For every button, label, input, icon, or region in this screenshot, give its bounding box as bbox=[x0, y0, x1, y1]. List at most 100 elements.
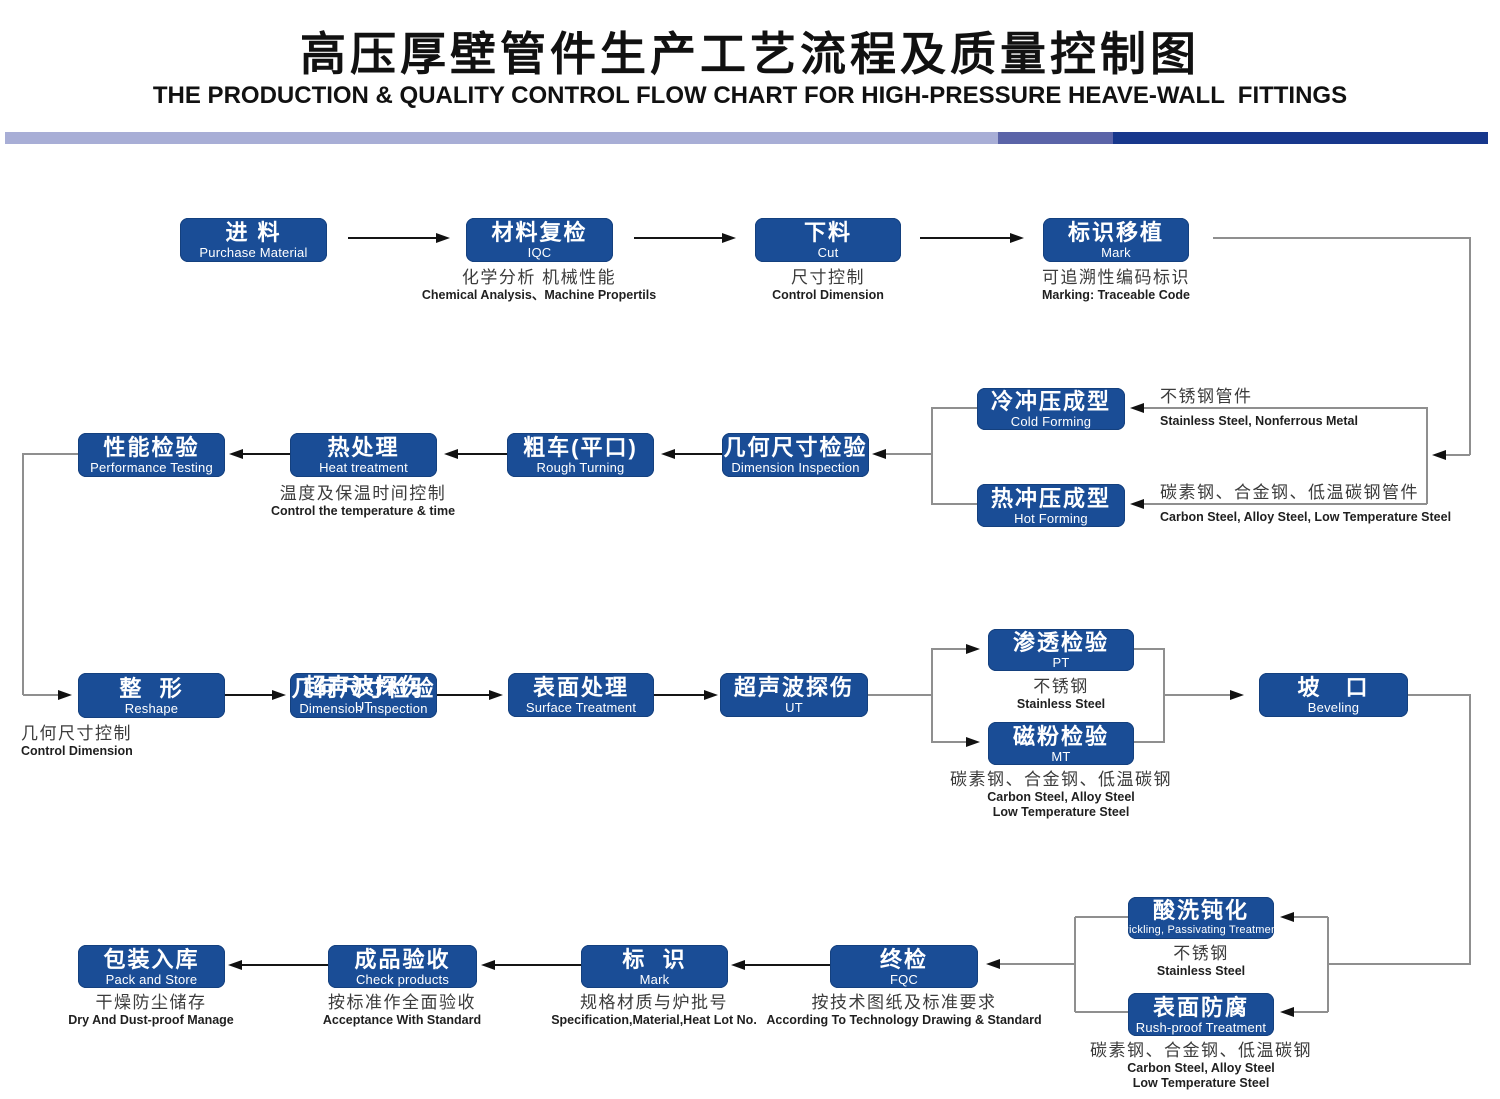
note-en: Acceptance With Standard bbox=[322, 1013, 482, 1027]
node-reshape: 整 形 Reshape bbox=[78, 673, 225, 718]
node-label-en: PT bbox=[1052, 655, 1070, 670]
note-en: Carbon Steel, Alloy Steel bbox=[987, 790, 1135, 804]
node-label-cn: 下料 bbox=[803, 220, 852, 245]
node-label-cn: 冷冲压成型 bbox=[990, 389, 1111, 414]
connector-line bbox=[22, 453, 24, 695]
node-label-cn: 成品验收 bbox=[354, 946, 451, 972]
connector-line bbox=[1408, 694, 1470, 696]
note-en: Stainless Steel bbox=[1156, 964, 1246, 978]
arrowhead-left bbox=[1130, 499, 1144, 509]
node-label-en: Beveling bbox=[1307, 700, 1360, 715]
node-beveling: 坡 口 Beveling bbox=[1259, 673, 1408, 717]
node-label-cn: 表面处理 bbox=[532, 675, 629, 700]
connector-line bbox=[931, 503, 977, 505]
page-title: 高压厚壁管件生产工艺流程及质量控制图 bbox=[300, 28, 1200, 80]
connector-line bbox=[931, 407, 933, 504]
note-cn: 规格材质与炉批号 bbox=[580, 993, 728, 1012]
node-label-cn: 终检 bbox=[879, 946, 928, 972]
flow-line bbox=[675, 453, 722, 455]
node-label-en: Surface Treatment bbox=[525, 700, 637, 715]
note-cn: 可追溯性编码标识 bbox=[1042, 268, 1190, 287]
label-hot-material-en: Carbon Steel, Alloy Steel, Low Temperatu… bbox=[1160, 508, 1451, 526]
note-en: Control the temperature & time bbox=[270, 504, 456, 518]
flow-line bbox=[495, 964, 581, 966]
arrowhead-right bbox=[966, 644, 980, 654]
node-label-en: Rush-proof Treatment bbox=[1135, 1019, 1267, 1035]
node-iqc: 材料复检 IQC bbox=[466, 218, 613, 262]
connector-line bbox=[1426, 407, 1428, 504]
arrowhead-right bbox=[722, 233, 736, 243]
arrowhead-right bbox=[704, 690, 718, 700]
note-en2: Low Temperature Steel bbox=[1132, 1076, 1270, 1090]
connector-line bbox=[1134, 648, 1164, 650]
note-en: Dry And Dust-proof Manage bbox=[68, 1013, 234, 1027]
note-en: Specification,Material,Heat Lot No. bbox=[551, 1013, 757, 1027]
node-surface-treatment: 表面处理 Surface Treatment bbox=[508, 673, 654, 717]
node-label-en: Pack and Store bbox=[105, 971, 198, 987]
node-mark-final: 标 识 Mark bbox=[581, 945, 728, 988]
node-hot-forming: 热冲压成型 Hot Forming bbox=[977, 484, 1125, 527]
note-cn: 尺寸控制 bbox=[791, 268, 865, 287]
note-cn: 按标准作全面验收 bbox=[328, 993, 476, 1012]
connector-line bbox=[868, 694, 932, 696]
note-en: Marking: Traceable Code bbox=[1042, 288, 1190, 302]
connector-line bbox=[1294, 916, 1328, 918]
arrowhead-right bbox=[966, 737, 980, 747]
connector-line bbox=[1134, 741, 1164, 743]
connector-line bbox=[1075, 916, 1128, 918]
arrowhead-right bbox=[58, 690, 72, 700]
node-label-cn: 标识移植 bbox=[1067, 220, 1164, 245]
connector-line bbox=[23, 453, 78, 455]
label-hot-material-cn: 碳素钢、合金钢、低温碳钢管件 bbox=[1160, 478, 1419, 503]
node-label-en: Pickling, Passivating Treatment bbox=[1121, 924, 1281, 936]
note-reshape: 几何尺寸控制 Control Dimension bbox=[1, 723, 321, 759]
connector-line bbox=[1144, 503, 1427, 505]
node-label-en: Reshape bbox=[124, 700, 179, 716]
header-bar-light bbox=[5, 132, 998, 144]
note-cn: 几何尺寸控制 bbox=[21, 724, 132, 743]
node-pack-and-store: 包装入库 Pack and Store bbox=[78, 945, 225, 988]
node-label-cn: 性能检验 bbox=[103, 435, 200, 460]
node-label-cn: 表面防腐 bbox=[1152, 994, 1249, 1020]
node-label-cn: 酸洗钝化 bbox=[1152, 898, 1249, 923]
node-label-cn: 粗车(平口) bbox=[523, 435, 638, 460]
connector-line bbox=[23, 694, 58, 696]
connector-line bbox=[1328, 963, 1470, 965]
connector-line bbox=[1446, 454, 1470, 456]
node-mark-transfer: 标识移植 Mark bbox=[1043, 218, 1189, 262]
node-mt: 磁粉检验 MT bbox=[988, 722, 1134, 765]
note-cn: 化学分析 机械性能 bbox=[461, 268, 617, 287]
note-cn: 温度及保温时间控制 bbox=[279, 484, 447, 503]
arrowhead-right bbox=[436, 233, 450, 243]
node-label-cn: 材料复检 bbox=[491, 220, 588, 245]
node-label-cn: 标 识 bbox=[622, 946, 687, 972]
note-check-products: 按标准作全面验收 Acceptance With Standard bbox=[252, 992, 552, 1028]
connector-line bbox=[1163, 648, 1165, 743]
note-pickling: 不锈钢 Stainless Steel bbox=[1051, 943, 1351, 979]
arrowhead-left bbox=[229, 449, 243, 459]
arrowhead-left bbox=[986, 959, 1000, 969]
node-label-en: Rough Turning bbox=[536, 460, 625, 475]
node-label-cn: 包装入库 bbox=[103, 946, 200, 972]
page-subtitle: THE PRODUCTION & QUALITY CONTROL FLOW CH… bbox=[152, 82, 1348, 109]
connector-line bbox=[931, 741, 966, 743]
node-label-cn: 进 料 bbox=[225, 220, 282, 245]
node-label-en: Heat treatment bbox=[319, 460, 408, 475]
arrowhead-left bbox=[1280, 1007, 1294, 1017]
node-pt: 渗透检验 PT bbox=[988, 629, 1134, 671]
connector-line bbox=[886, 453, 932, 455]
node-label-en: Cut bbox=[817, 245, 839, 260]
node-label-en: UT bbox=[785, 700, 803, 715]
node-label-cn: 渗透检验 bbox=[1012, 630, 1109, 655]
note-cn: 不锈钢 bbox=[1033, 677, 1089, 696]
note-heat-treatment: 温度及保温时间控制 Control the temperature & time bbox=[213, 483, 513, 519]
node-label-en-overlay: UT bbox=[354, 699, 373, 714]
arrowhead-right bbox=[1230, 690, 1244, 700]
node-label-cn: 磁粉检验 bbox=[1012, 723, 1109, 749]
note-en: Control Dimension bbox=[21, 744, 133, 758]
arrowhead-left bbox=[1280, 912, 1294, 922]
note-en2: Low Temperature Steel bbox=[992, 805, 1130, 819]
node-purchase-material: 进 料 Purchase Material bbox=[180, 218, 327, 262]
header-bar-dark bbox=[1113, 132, 1488, 144]
